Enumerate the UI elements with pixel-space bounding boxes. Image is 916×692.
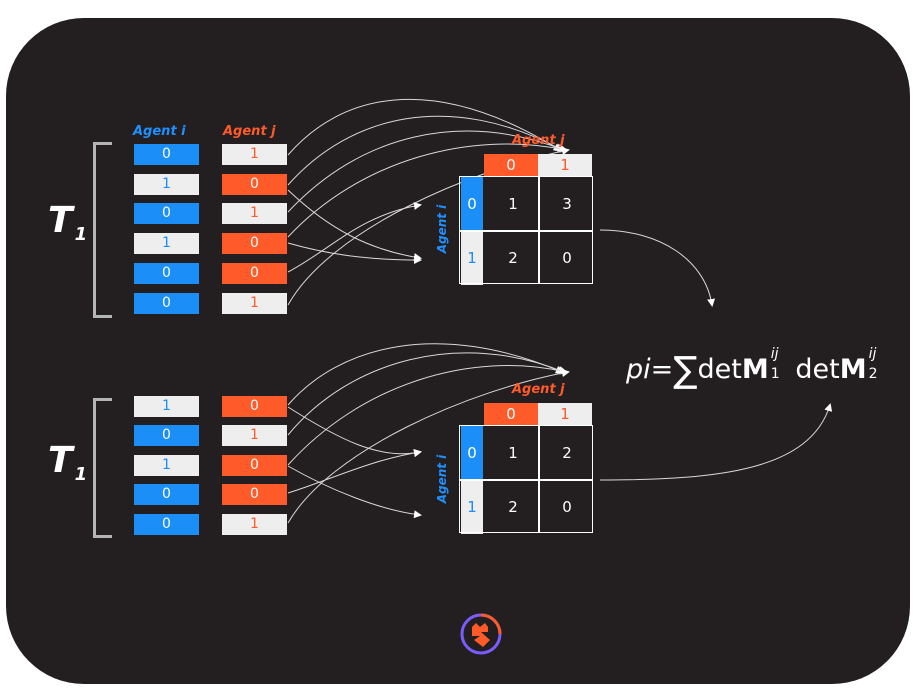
matrix2-value: 1 (508, 444, 518, 462)
script-1: ij 1 (769, 346, 787, 382)
g2-agent-i-cell: 1 (134, 396, 199, 417)
superscript: ij (770, 346, 779, 362)
det-text: det (795, 354, 840, 385)
matrix-symbol: M (839, 354, 867, 385)
g1-agent-j-cell: 1 (222, 293, 287, 314)
g2-agent-j-cell: 0 (222, 484, 287, 505)
subscript: 1 (770, 366, 780, 382)
g2-agent-i-cell: 1 (134, 455, 199, 476)
formula-lhs: pi (626, 354, 651, 385)
g2-agent-i-cell: 0 (134, 514, 199, 535)
matrix1-agent-i-label: Agent i (435, 204, 449, 254)
matrix2-value: 2 (508, 498, 518, 516)
matrix2-row-header: 1 (461, 480, 483, 534)
matrix2-grid: 1 2 2 0 (459, 425, 593, 533)
matrix1-col-header: 0 (484, 154, 538, 176)
matrix-symbol: M (741, 354, 769, 385)
brand-logo-icon (460, 613, 502, 655)
g1-agent-j-cell: 0 (222, 174, 287, 195)
sum-symbol: ∑ (673, 350, 698, 391)
matrix1-grid: 1 3 2 0 (459, 176, 593, 284)
g1-agent-j-cell: 0 (222, 233, 287, 254)
matrix2-agent-j-label: Agent j (512, 382, 565, 397)
g2-agent-j-cell: 0 (222, 396, 287, 417)
matrix1-value: 2 (508, 249, 518, 267)
g1-agent-i-cell: 0 (134, 263, 199, 284)
subscript: 2 (868, 366, 878, 382)
superscript: ij (868, 346, 877, 362)
matrix2-value: 0 (562, 498, 572, 516)
matrix1-value: 1 (508, 195, 518, 213)
agent-i-header-1: Agent i (133, 124, 186, 139)
g2-agent-i-cell: 0 (134, 425, 199, 446)
matrix2-col-header: 0 (484, 403, 538, 425)
g1-agent-j-cell: 0 (222, 263, 287, 284)
matrix2-value: 2 (562, 444, 572, 462)
g1-agent-j-cell: 1 (222, 203, 287, 224)
g1-agent-i-cell: 0 (134, 293, 199, 314)
matrix1-col-header: 1 (538, 154, 592, 176)
bracket-group-1 (93, 142, 112, 318)
matrix1-divider (460, 230, 592, 232)
matrix1-row-header: 0 (461, 177, 483, 231)
agent-j-header-1: Agent j (223, 124, 276, 139)
matrix2-divider (460, 479, 592, 481)
matrix2-agent-i-label: Agent i (435, 454, 449, 504)
g2-agent-j-cell: 0 (222, 455, 287, 476)
matrix2-col-header: 1 (538, 403, 592, 425)
g2-agent-j-cell: 1 (222, 514, 287, 535)
g1-agent-i-cell: 0 (134, 144, 199, 165)
det-text: det (697, 354, 742, 385)
matrix2-row-header: 0 (461, 426, 483, 480)
g1-agent-i-cell: 1 (134, 233, 199, 254)
matrix1-value: 3 (562, 195, 572, 213)
script-2: ij 2 (867, 346, 885, 382)
g2-agent-j-cell: 1 (222, 425, 287, 446)
matrix1-row-header: 1 (461, 231, 483, 285)
g1-agent-i-cell: 1 (134, 174, 199, 195)
matrix1-value: 0 (562, 249, 572, 267)
g1-agent-j-cell: 1 (222, 144, 287, 165)
g2-agent-i-cell: 0 (134, 484, 199, 505)
g1-agent-i-cell: 0 (134, 203, 199, 224)
matrix1-agent-j-label: Agent j (512, 133, 565, 148)
bracket-group-2 (93, 398, 112, 538)
formula-equals: = (650, 354, 674, 385)
